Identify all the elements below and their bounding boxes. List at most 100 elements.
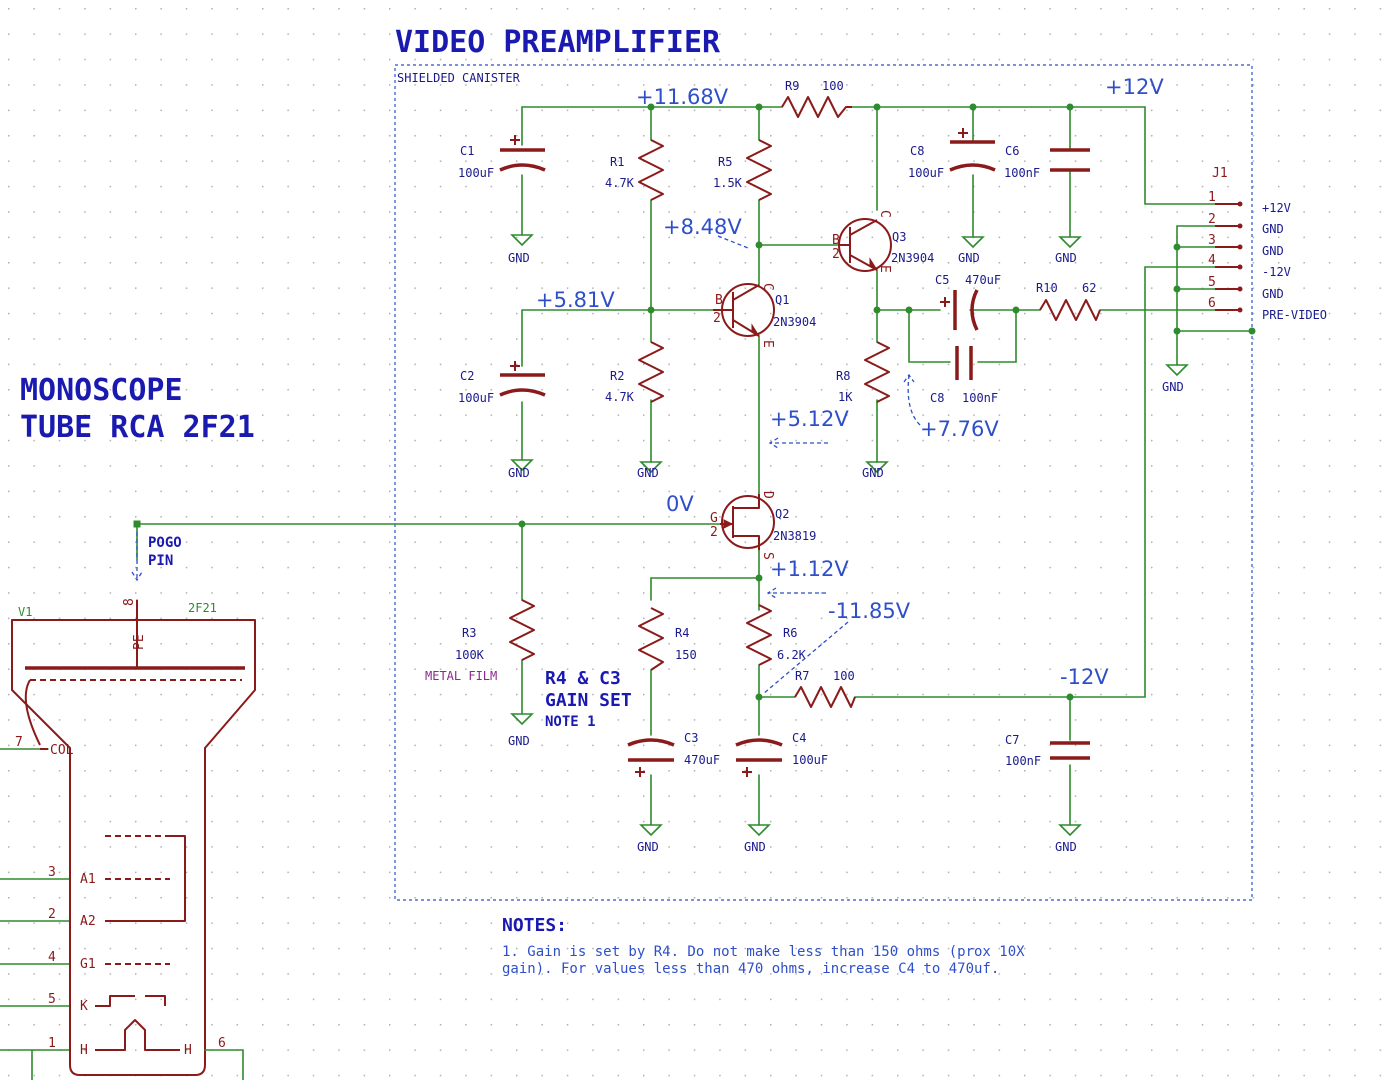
svg-text:D: D <box>760 491 775 499</box>
svg-text:+1.12V: +1.12V <box>770 557 849 581</box>
svg-text:+12V: +12V <box>1262 201 1291 215</box>
svg-text:GND: GND <box>1262 287 1284 301</box>
svg-text:100: 100 <box>833 669 855 683</box>
gnd-c1: GND <box>508 234 534 265</box>
svg-text:B: B <box>832 233 840 248</box>
svg-text:150: 150 <box>675 648 697 662</box>
resistor-r8: R8 1K <box>836 341 890 404</box>
svg-text:C6: C6 <box>1005 144 1019 158</box>
junctions <box>133 103 1256 701</box>
gnd-c7: GND <box>1055 824 1082 854</box>
svg-text:2: 2 <box>832 247 840 262</box>
svg-text:4.7K: 4.7K <box>605 390 635 404</box>
svg-text:100nF: 100nF <box>1005 754 1041 768</box>
svg-text:Q3: Q3 <box>892 230 906 244</box>
transistor-q2: G 2 D S Q2 2N3819 <box>710 491 816 560</box>
resistor-r2: R2 4.7K <box>605 341 664 404</box>
gnd-c8: GND <box>958 236 985 265</box>
svg-text:GND: GND <box>508 466 530 480</box>
svg-text:GND: GND <box>862 466 884 480</box>
svg-text:+11.68V: +11.68V <box>636 85 729 109</box>
svg-text:470uF: 470uF <box>965 273 1001 287</box>
svg-text:2F21: 2F21 <box>188 601 217 615</box>
svg-text:gain). For values less than 4: gain). For values less than 470 ohms, in… <box>502 961 999 977</box>
svg-text:8: 8 <box>122 598 137 606</box>
transistor-q1: B 2 C E Q1 2N3904 <box>713 283 816 348</box>
svg-text:2: 2 <box>1208 212 1216 227</box>
svg-text:S: S <box>760 552 775 560</box>
svg-text:2N3819: 2N3819 <box>773 529 816 543</box>
svg-text:C8: C8 <box>930 391 944 405</box>
tube-title-line2: TUBE RCA 2F21 <box>20 410 255 445</box>
capacitor-c6: C6 100nF <box>1004 144 1090 180</box>
svg-text:GND: GND <box>744 840 766 854</box>
gnd-r2: GND <box>637 461 663 480</box>
svg-text:100nF: 100nF <box>1004 166 1040 180</box>
transistor-q3: B 2 C E Q3 2N3904 <box>832 210 934 273</box>
svg-text:-11.85V: -11.85V <box>828 599 911 623</box>
svg-text:62: 62 <box>1082 281 1096 295</box>
svg-text:6.2K: 6.2K <box>777 648 807 662</box>
svg-text:2: 2 <box>48 907 56 922</box>
svg-text:3: 3 <box>48 865 56 880</box>
capacitor-c1: C1 100uF <box>458 135 546 180</box>
resistor-r6: R6 6.2K <box>746 604 807 666</box>
svg-text:R4: R4 <box>675 626 689 640</box>
svg-text:J1: J1 <box>1212 166 1228 181</box>
resistor-r5: R5 1.5K <box>713 139 772 201</box>
gnd-c3: GND <box>637 824 663 854</box>
capacitor-c3: C3 470uF <box>627 731 720 777</box>
svg-text:NOTE 1: NOTE 1 <box>545 714 596 730</box>
svg-text:GND: GND <box>637 466 659 480</box>
svg-text:100: 100 <box>822 79 844 93</box>
svg-text:COL: COL <box>50 743 74 758</box>
svg-text:R9: R9 <box>785 79 799 93</box>
gain-note: R4 & C3 GAIN SET NOTE 1 <box>545 668 632 730</box>
capacitor-c5: C5 470uF <box>935 273 1001 331</box>
connector-j1: J1 1 2 3 4 5 6 +12V GND GND -12V GND PRE… <box>1208 166 1327 322</box>
svg-text:GND: GND <box>637 840 659 854</box>
svg-text:6: 6 <box>1208 296 1216 311</box>
resistor-r7: R7 100 <box>794 669 856 708</box>
svg-text:PRE-VIDEO: PRE-VIDEO <box>1262 308 1327 322</box>
gnd-r3: GND <box>508 713 534 748</box>
svg-text:B: B <box>715 293 723 308</box>
svg-text:1: 1 <box>48 1036 56 1051</box>
svg-text:C4: C4 <box>792 731 806 745</box>
svg-text:+8.48V: +8.48V <box>663 215 742 239</box>
capacitor-c2: C2 100uF <box>458 361 546 405</box>
svg-text:GND: GND <box>1262 222 1284 236</box>
svg-text:H: H <box>80 1043 88 1058</box>
svg-text:4: 4 <box>1208 253 1216 268</box>
svg-text:C5: C5 <box>935 273 949 287</box>
resistor-r9: R9 100 <box>781 79 852 118</box>
svg-text:100nF: 100nF <box>962 391 998 405</box>
svg-text:GAIN SET: GAIN SET <box>545 690 632 711</box>
svg-text:E: E <box>760 340 775 348</box>
svg-text:7: 7 <box>15 735 23 750</box>
gnd-c4: GND <box>744 824 771 854</box>
svg-text:2: 2 <box>710 525 718 540</box>
svg-text:5: 5 <box>48 992 56 1007</box>
svg-text:R6: R6 <box>783 626 797 640</box>
svg-text:G: G <box>710 511 718 526</box>
svg-text:1. Gain is set by R4. Do not m: 1. Gain is set by R4. Do not make less t… <box>502 944 1025 960</box>
ground-symbols: GND GND GND GND GND GND GND GND GND GND … <box>508 234 1189 854</box>
svg-text:100uF: 100uF <box>908 166 944 180</box>
monoscope-tube-v1: V1 2F21 8 PE 7 COL 3 A1 2 A2 4 G1 5 K 1 … <box>11 598 256 1080</box>
svg-text:G1: G1 <box>80 957 96 972</box>
svg-text:POGO: POGO <box>148 535 182 551</box>
shielded-canister-box <box>394 64 1253 901</box>
svg-text:V1: V1 <box>18 605 32 619</box>
svg-text:GND: GND <box>1055 251 1077 265</box>
svg-text:PE: PE <box>132 634 147 650</box>
svg-text:GND: GND <box>1055 840 1077 854</box>
capacitor-c8-film: C8 100nF <box>930 346 998 405</box>
svg-text:3: 3 <box>1208 233 1216 248</box>
svg-text:R7: R7 <box>795 669 809 683</box>
pogo-pin-label: POGO PIN <box>131 532 182 582</box>
svg-text:2N3904: 2N3904 <box>891 251 934 265</box>
capacitor-c4: C4 100uF <box>735 731 828 777</box>
svg-text:470uF: 470uF <box>684 753 720 767</box>
